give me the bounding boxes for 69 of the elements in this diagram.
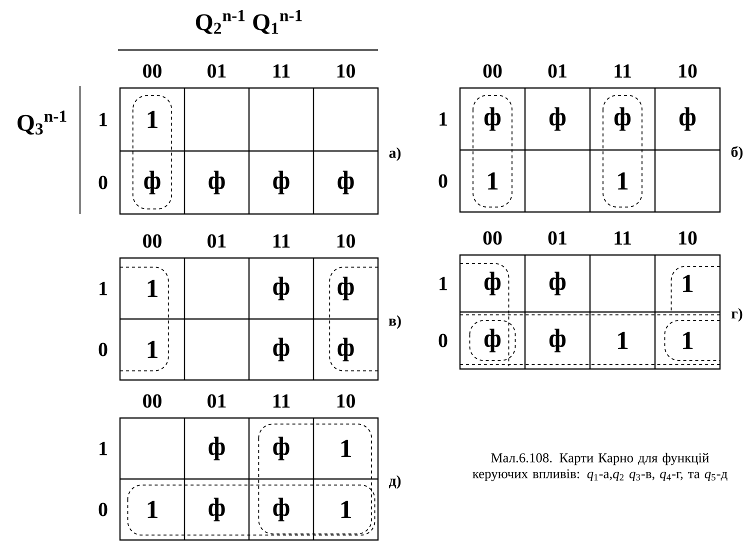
row-label: 0 — [98, 176, 108, 190]
cell-value: ф — [273, 338, 290, 362]
panel-letter: б) — [731, 146, 743, 160]
column-label: 01 — [208, 394, 226, 408]
cell-value: ф — [273, 436, 290, 460]
row-label: 1 — [100, 282, 107, 296]
cell-value: 1 — [341, 440, 351, 458]
row-label: 1 — [100, 442, 107, 456]
cell-value: ф — [208, 170, 225, 194]
column-label: 11 — [614, 231, 631, 245]
column-label: 10 — [337, 64, 355, 78]
cell-value: ф — [273, 498, 290, 522]
column-label: 00 — [143, 394, 162, 408]
column-label: 11 — [273, 64, 290, 78]
column-label: 10 — [679, 64, 697, 78]
row-label: 0 — [438, 174, 448, 188]
column-label: 00 — [143, 234, 162, 248]
cell-value: 1 — [148, 110, 158, 128]
column-label: 01 — [548, 231, 566, 245]
column-label: 11 — [614, 64, 631, 78]
row-label: 1 — [440, 276, 447, 290]
cell-value: 1 — [683, 332, 693, 350]
cell-value: 1 — [618, 332, 628, 350]
variable-label: Q$_{2}$$^{n-1}$ Q$_{1}$n-1 — [196, 10, 302, 34]
cell-value: 1 — [148, 340, 158, 358]
cell-value: 1 — [488, 172, 498, 190]
column-label: 01 — [208, 234, 226, 248]
row-label: 1 — [100, 112, 107, 126]
cell-value: ф — [273, 276, 290, 300]
variable-label: Q$_{3}$n-1 — [18, 110, 66, 135]
cell-value: ф — [549, 107, 566, 131]
column-label: 11 — [273, 234, 290, 248]
cell-value: 1 — [148, 280, 158, 298]
column-label: 01 — [208, 64, 226, 78]
cell-value: ф — [144, 170, 160, 194]
column-label: 10 — [337, 394, 355, 408]
column-label: 01 — [548, 64, 566, 78]
cell-value: ф — [549, 328, 566, 352]
caption: Мал.6.108. Карти Карно для функцій керуючих впливів: q$_{1}$-а,q$_{2}$ q$_{3}$-в, q$_{4}$-г, та q$_{5}$-д — [472, 452, 728, 482]
panel-letter: а) — [389, 147, 401, 161]
cell-value: ф — [549, 272, 566, 296]
cell-value: 1 — [683, 274, 693, 292]
cell-value: ф — [273, 170, 290, 194]
cell-value: 1 — [341, 500, 351, 518]
row-label: 0 — [438, 334, 448, 348]
column-label: 00 — [483, 64, 502, 78]
cell-value: ф — [679, 107, 696, 131]
cell-value: ф — [338, 276, 354, 300]
panel-letter: д) — [388, 475, 401, 489]
column-label: 10 — [679, 231, 697, 245]
panel-letter: в) — [388, 315, 401, 329]
cell-value: ф — [208, 436, 225, 460]
cell-value: ф — [484, 107, 501, 131]
row-label: 0 — [98, 342, 108, 356]
cell-value: ф — [208, 498, 225, 522]
row-label: 1 — [440, 112, 447, 126]
cell-value: ф — [338, 338, 354, 362]
cell-value: ф — [614, 107, 631, 131]
cell-value: ф — [338, 170, 354, 194]
panel-letter: г) — [732, 308, 742, 322]
cell-value: ф — [484, 328, 501, 352]
cell-value: 1 — [148, 500, 158, 518]
column-label: 10 — [337, 234, 355, 248]
column-label: 11 — [273, 394, 290, 408]
row-label: 0 — [98, 502, 108, 516]
column-label: 00 — [143, 64, 162, 78]
column-label: 00 — [483, 231, 502, 245]
cell-value: ф — [484, 272, 501, 296]
cell-value: 1 — [618, 172, 628, 190]
